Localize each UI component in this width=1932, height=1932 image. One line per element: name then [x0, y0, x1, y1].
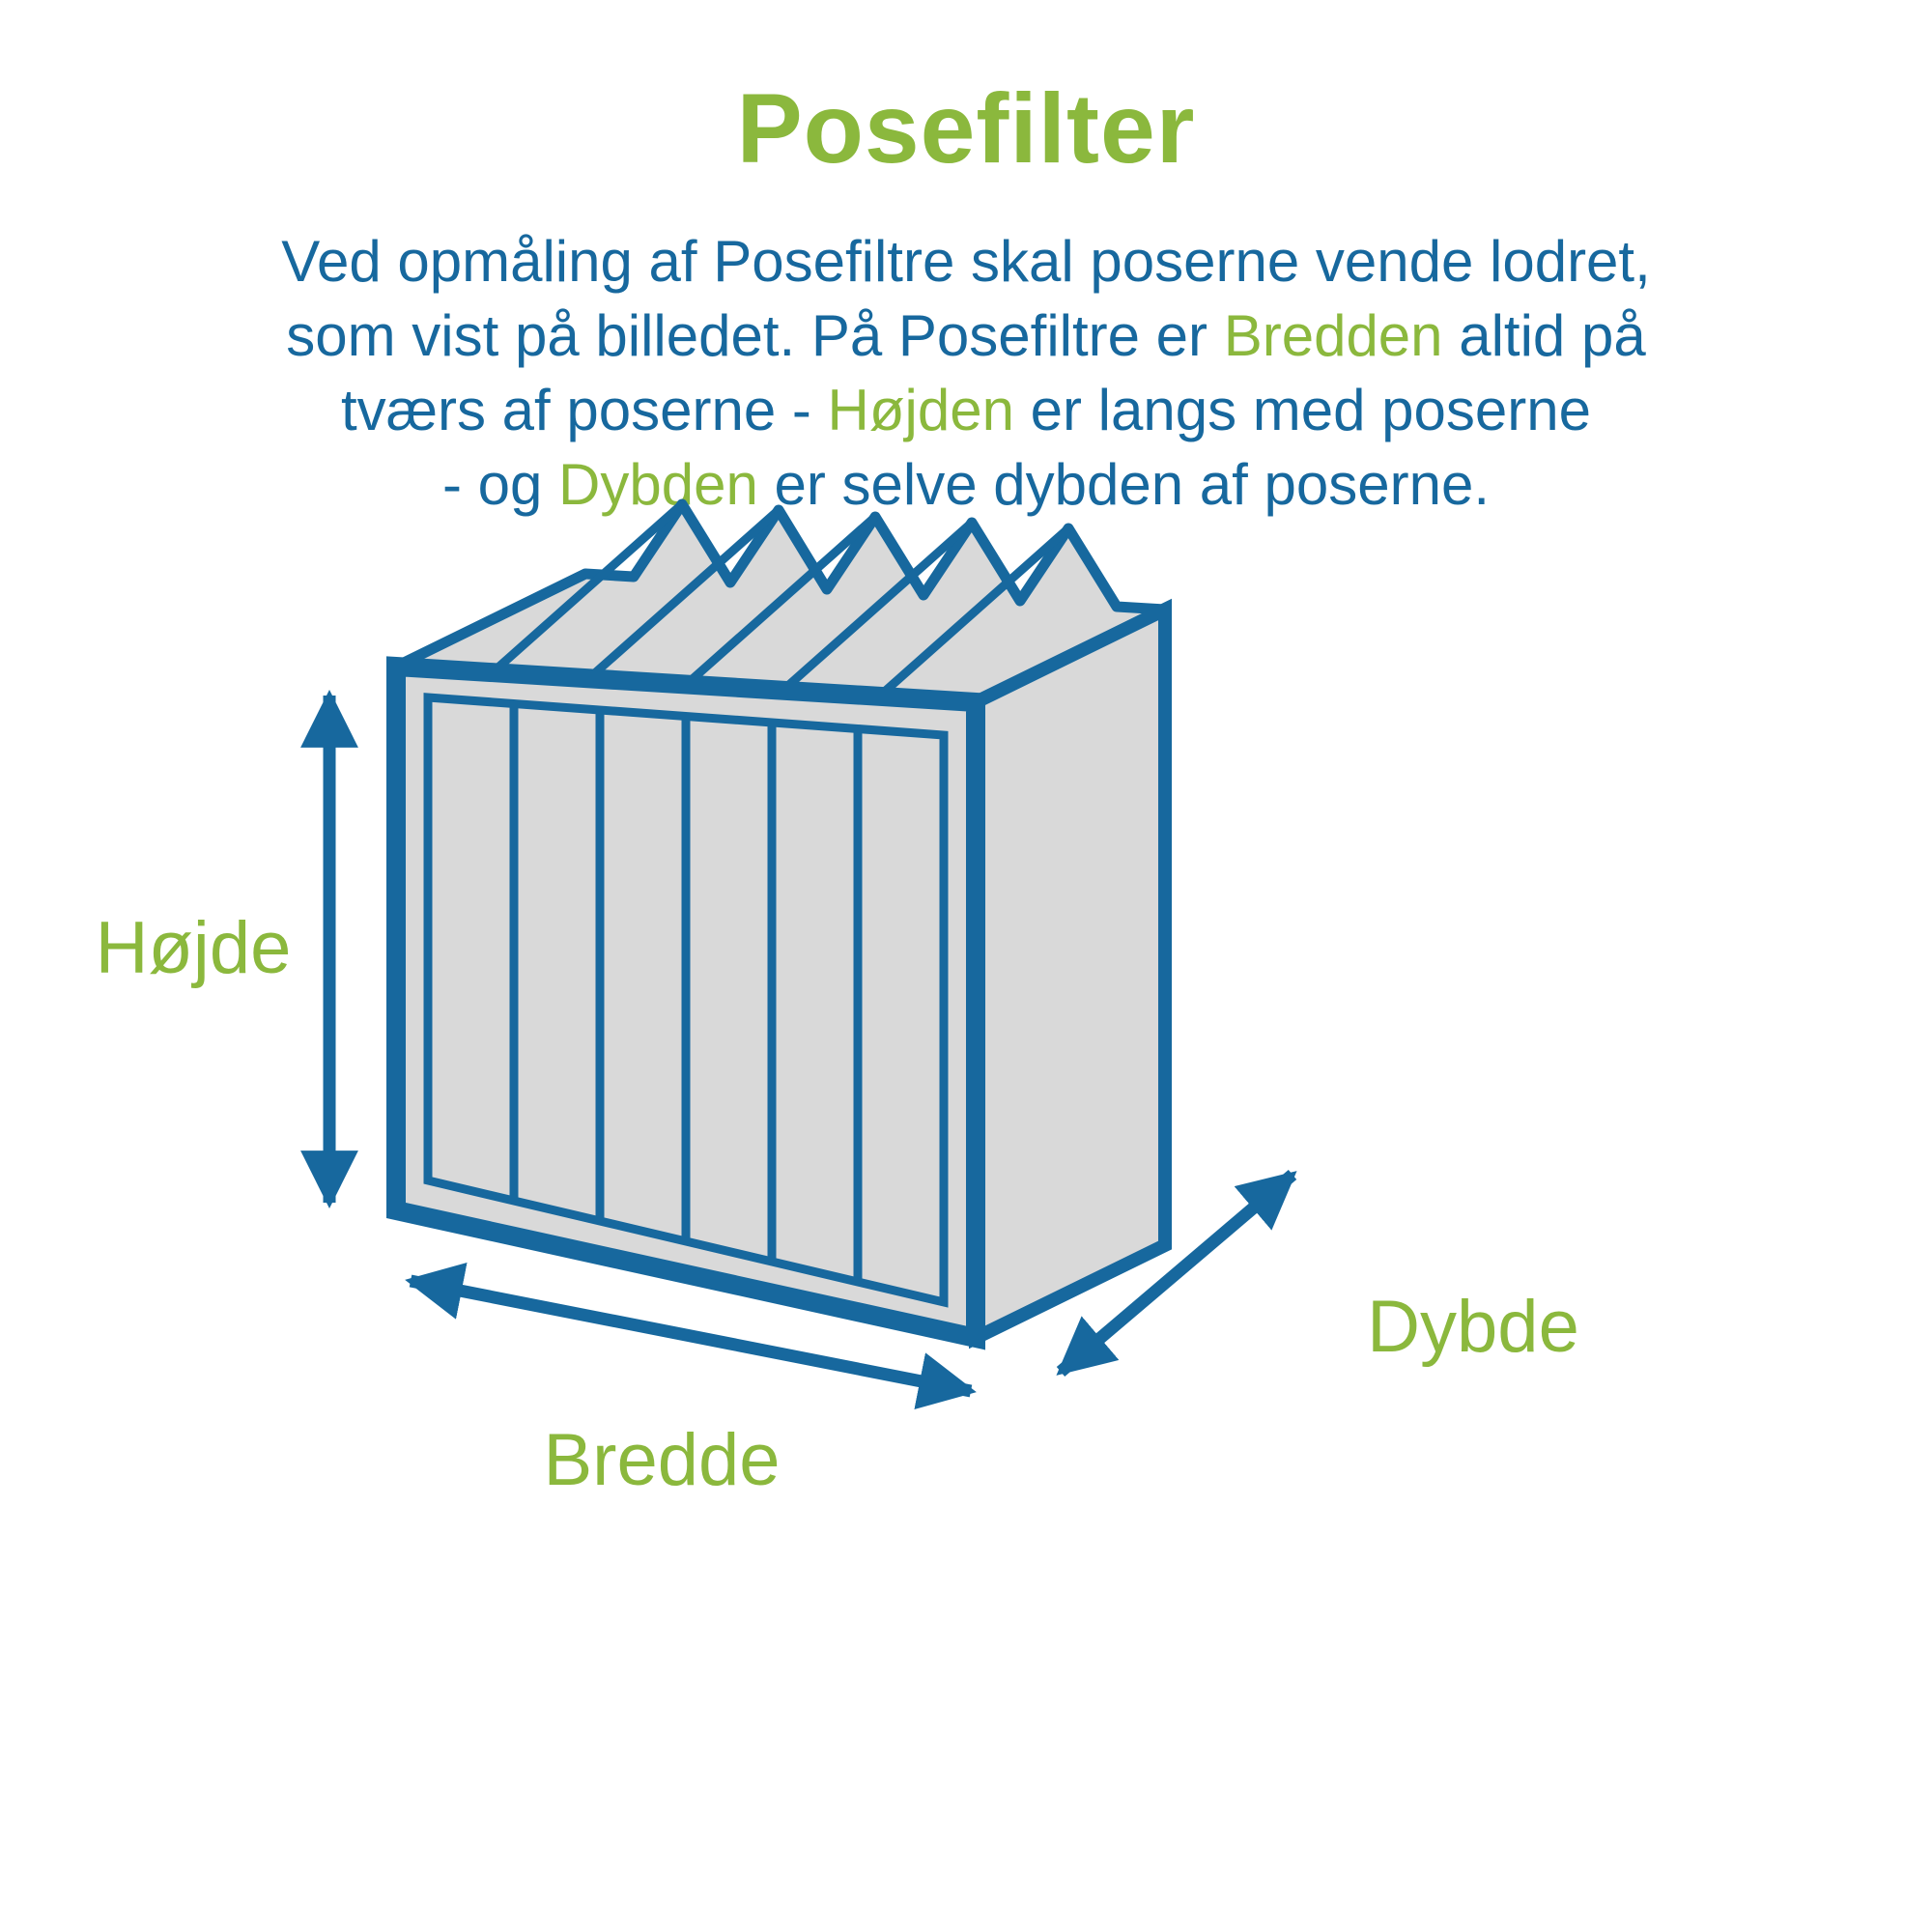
text-segment: tværs af poserne -: [341, 378, 828, 442]
bag-ridge-line: [586, 506, 781, 682]
text-segment-highlight: Bredden: [1223, 303, 1443, 368]
text-segment: som vist på billedet. På Posefiltre er: [286, 303, 1224, 368]
bag-ridge-line: [876, 525, 1071, 700]
page-title: Posefilter: [736, 73, 1196, 184]
bag-ridge-line: [780, 519, 975, 695]
bag-ridge-line: [683, 513, 878, 689]
text-segment: - og: [441, 452, 559, 517]
height-label: Højde: [95, 907, 292, 989]
text-segment: er langs med poserne: [1013, 378, 1591, 442]
paragraph-line: tværs af poserne - Højden er langs med p…: [0, 373, 1932, 447]
filter-side-panel: [969, 598, 1172, 1350]
text-segment-highlight: Højden: [827, 378, 1014, 442]
text-segment: er selve dybden af poserne.: [757, 452, 1491, 517]
text-segment: altid på: [1442, 303, 1646, 368]
description-paragraph: Ved opmåling af Posefiltre skal poserne …: [0, 224, 1932, 522]
width-arrow: [405, 1263, 977, 1409]
depth-arrow: [1056, 1170, 1297, 1377]
paragraph-line: - og Dybden er selve dybden af poserne.: [0, 447, 1932, 522]
bag-ridge-line: [490, 500, 685, 676]
paragraph-line: Ved opmåling af Posefiltre skal poserne …: [0, 224, 1932, 298]
depth-label: Dybde: [1367, 1286, 1579, 1368]
paragraph-line: som vist på billedet. På Posefiltre er B…: [0, 298, 1932, 373]
text-segment: Ved opmåling af Posefiltre skal poserne …: [281, 229, 1651, 294]
text-segment-highlight: Dybden: [558, 452, 758, 517]
width-label: Bredde: [543, 1419, 781, 1501]
